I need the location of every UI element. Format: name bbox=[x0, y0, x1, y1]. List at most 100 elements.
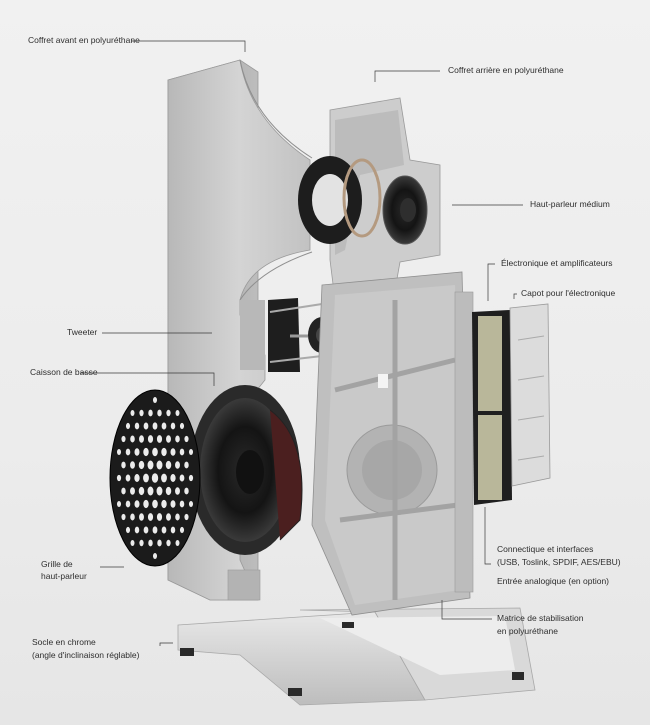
grille-hole bbox=[139, 539, 144, 547]
grille-hole bbox=[166, 435, 171, 443]
leader-electronics bbox=[487, 263, 495, 301]
label-connectivity-line2: (USB, Toslink, SPDIF, AES/EBU) bbox=[497, 557, 621, 567]
label-rear-cabinet: Coffret arrière en polyuréthane bbox=[448, 65, 564, 75]
leader-rear-cabinet bbox=[374, 70, 440, 82]
grille-hole bbox=[138, 460, 145, 470]
grille-hole bbox=[161, 422, 167, 430]
grille-hole bbox=[184, 513, 189, 521]
grille-hole bbox=[179, 422, 185, 430]
grille-hole bbox=[188, 448, 194, 456]
grille-hole bbox=[148, 539, 153, 547]
grille-hole bbox=[121, 435, 126, 443]
leader-electronics-cover bbox=[513, 293, 517, 299]
electronics-cover bbox=[509, 303, 551, 487]
grille-hole bbox=[156, 513, 163, 521]
label-tweeter: Tweeter bbox=[67, 327, 98, 337]
grille-hole bbox=[152, 422, 158, 430]
grille-hole bbox=[179, 526, 185, 534]
grille-hole bbox=[179, 474, 185, 482]
grille-hole bbox=[152, 552, 158, 560]
grille-hole bbox=[138, 486, 145, 496]
grille-hole bbox=[161, 499, 167, 509]
grille-hole bbox=[170, 448, 176, 456]
grille-hole bbox=[175, 487, 180, 495]
grille-hole bbox=[143, 447, 149, 457]
grille-hole bbox=[147, 460, 154, 470]
grille-hole bbox=[125, 526, 131, 534]
grille-hole bbox=[121, 513, 126, 521]
leader-bass-box bbox=[81, 372, 215, 386]
grille-hole bbox=[152, 499, 158, 509]
grille-hole bbox=[143, 422, 149, 430]
grille-hole bbox=[130, 487, 135, 495]
grille-hole bbox=[139, 435, 144, 443]
grille-hole bbox=[130, 409, 135, 417]
grille-hole bbox=[134, 448, 140, 456]
grille-hole bbox=[152, 526, 158, 534]
grille-hole bbox=[130, 513, 135, 521]
grille-hole bbox=[116, 500, 122, 508]
grille-hole bbox=[125, 448, 131, 456]
grille-hole bbox=[156, 486, 163, 496]
grille-hole bbox=[170, 422, 176, 430]
grille-hole bbox=[139, 409, 144, 417]
label-grille-line1: Grille de bbox=[41, 559, 73, 569]
grille-hole bbox=[125, 422, 131, 430]
grille-hole bbox=[165, 486, 172, 496]
grille-hole bbox=[170, 526, 176, 534]
grille-hole bbox=[166, 513, 171, 521]
grille-hole bbox=[125, 500, 131, 508]
label-front-cabinet: Coffret avant en polyuréthane bbox=[28, 35, 140, 45]
grille-hole bbox=[116, 448, 122, 456]
label-connectivity-line1: Connectique et interfaces bbox=[497, 544, 594, 554]
grille-hole bbox=[157, 539, 162, 547]
grille-hole bbox=[157, 409, 162, 417]
grille-hole bbox=[175, 539, 180, 547]
grille-hole bbox=[143, 526, 149, 534]
grille-hole bbox=[165, 460, 172, 470]
grille-hole bbox=[152, 396, 158, 404]
leader-connectivity bbox=[484, 507, 491, 565]
grille-hole bbox=[188, 474, 194, 482]
grille-hole bbox=[134, 500, 140, 508]
grille-hole bbox=[161, 447, 167, 457]
grille-hole bbox=[184, 487, 189, 495]
chrome-base bbox=[177, 607, 536, 706]
grille-hole bbox=[170, 474, 176, 482]
leader-lines bbox=[81, 40, 523, 646]
grille-hole bbox=[184, 461, 189, 469]
grille-hole bbox=[188, 500, 194, 508]
grille-hole bbox=[151, 473, 159, 483]
grille-hole bbox=[161, 473, 167, 483]
label-bass-box: Caisson de basse bbox=[30, 367, 98, 377]
grille-hole bbox=[143, 473, 149, 483]
grille-hole bbox=[175, 513, 180, 521]
grille-hole bbox=[143, 499, 149, 509]
grille-hole bbox=[121, 487, 126, 495]
grille-hole bbox=[161, 526, 167, 534]
grille-hole bbox=[130, 435, 135, 443]
grille-hole bbox=[121, 461, 126, 469]
grille-hole bbox=[166, 409, 171, 417]
grille-hole bbox=[116, 474, 122, 482]
grille-hole bbox=[179, 500, 185, 508]
grille-hole bbox=[175, 435, 180, 443]
electronics-board bbox=[472, 310, 512, 505]
speaker-grille bbox=[109, 389, 201, 567]
grille-hole bbox=[184, 435, 189, 443]
label-matrix-line2: en polyuréthane bbox=[497, 626, 558, 636]
grille-hole bbox=[175, 461, 180, 469]
leader-base bbox=[159, 642, 173, 646]
grille-hole bbox=[179, 448, 185, 456]
grille-hole bbox=[147, 513, 154, 521]
grille-hole bbox=[152, 447, 158, 457]
label-electronics-cover: Capot pour l'électronique bbox=[521, 288, 616, 298]
grille-hole bbox=[134, 422, 140, 430]
label-matrix-line1: Matrice de stabilisation bbox=[497, 613, 584, 623]
label-grille-line2: haut-parleur bbox=[41, 571, 87, 581]
label-base-line2: (angle d'inclinaison réglable) bbox=[32, 650, 140, 660]
stabilization-matrix bbox=[311, 271, 474, 616]
grille-hole bbox=[134, 474, 140, 482]
grille-hole bbox=[147, 435, 154, 443]
